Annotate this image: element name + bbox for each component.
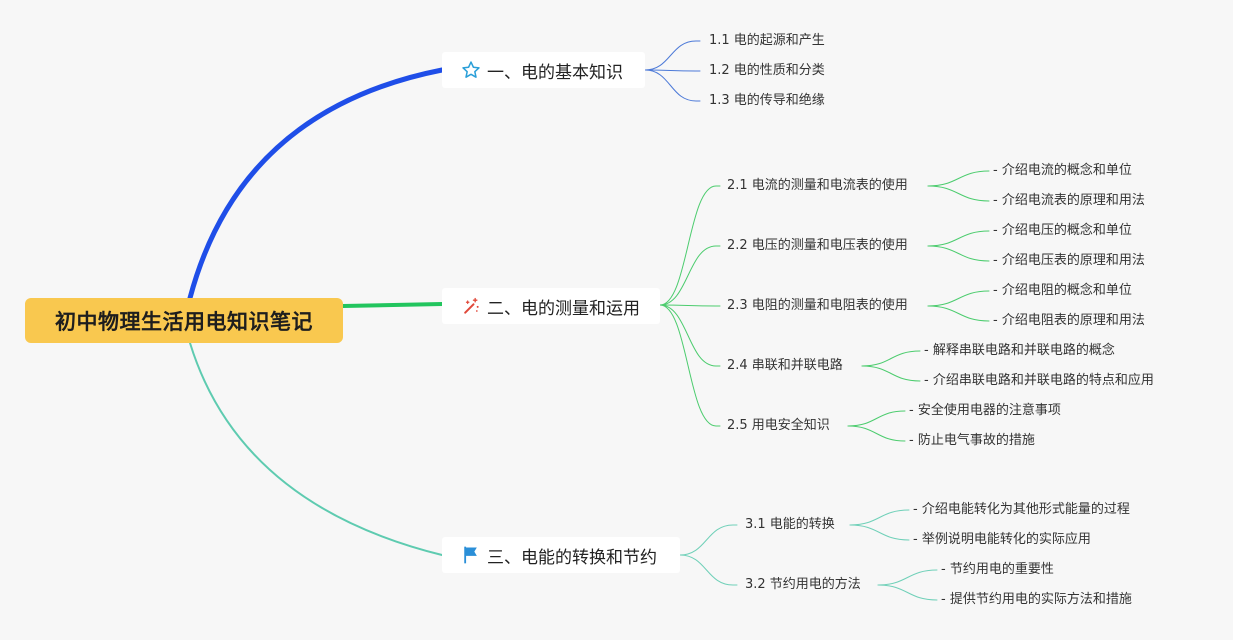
flag-icon [460, 544, 482, 566]
root-title: 初中物理生活用电知识笔记 [55, 309, 313, 334]
leaf-node[interactable]: - 介绍电阻的概念和单位 [993, 283, 1132, 298]
main-connector-3 [189, 342, 443, 556]
leaf-connector [927, 185, 990, 202]
subtopic-node[interactable]: 3.1 电能的转换 [745, 517, 835, 532]
leaf-node[interactable]: - 安全使用电器的注意事项 [909, 403, 1061, 418]
leaf-node[interactable]: - 防止电气事故的措施 [909, 433, 1035, 448]
sub-connector [659, 304, 721, 367]
leaf-node[interactable]: - 解释串联电路和并联电路的概念 [924, 343, 1115, 358]
leaf-node[interactable]: - 介绍串联电路和并联电路的特点和应用 [924, 373, 1154, 388]
sub-connector [644, 40, 701, 71]
leaf-node[interactable]: - 提供节约用电的实际方法和措施 [941, 592, 1132, 607]
leaf-connector [861, 350, 921, 367]
leaf-connector [927, 170, 990, 187]
magic-wand-icon [460, 295, 482, 317]
branch-title: 三、电能的转换和节约 [487, 547, 657, 568]
leaf-node[interactable]: - 介绍电能转化为其他形式能量的过程 [913, 502, 1130, 517]
star-icon [460, 59, 482, 81]
leaf-connector [927, 305, 990, 322]
leaf-connector [847, 410, 906, 427]
leaf-node[interactable]: - 举例说明电能转化的实际应用 [913, 532, 1091, 547]
sub-connector [644, 69, 701, 72]
sub-connector [679, 554, 738, 586]
leaf-node[interactable]: - 介绍电阻表的原理和用法 [993, 313, 1145, 328]
leaf-connector [849, 509, 910, 526]
leaf-node[interactable]: - 介绍电流的概念和单位 [993, 163, 1132, 178]
leaf-connector [877, 569, 938, 586]
subtopic-node[interactable]: 1.2 电的性质和分类 [709, 63, 825, 78]
subtopic-node[interactable]: 2.2 电压的测量和电压表的使用 [727, 238, 908, 253]
leaf-node[interactable]: - 介绍电压的概念和单位 [993, 223, 1132, 238]
leaf-node[interactable]: - 介绍电流表的原理和用法 [993, 193, 1145, 208]
leaf-connector [927, 290, 990, 307]
subtopic-node[interactable]: 1.3 电的传导和绝缘 [709, 93, 825, 108]
subtopic-node[interactable]: 2.1 电流的测量和电流表的使用 [727, 178, 908, 193]
main-connector-1 [187, 67, 445, 301]
leaf-connector [877, 584, 938, 601]
sub-connector [679, 524, 738, 556]
root-topic[interactable]: 初中物理生活用电知识笔记 [25, 298, 343, 343]
sub-connector [659, 304, 721, 307]
leaf-connector [861, 365, 921, 382]
leaf-node[interactable]: - 介绍电压表的原理和用法 [993, 253, 1145, 268]
subtopic-node[interactable]: 1.1 电的起源和产生 [709, 33, 825, 48]
branch-energy[interactable]: 三、电能的转换和节约 [442, 537, 680, 573]
leaf-connector [847, 425, 906, 442]
subtopic-node[interactable]: 3.2 节约用电的方法 [745, 577, 861, 592]
subtopic-node[interactable]: 2.5 用电安全知识 [727, 418, 830, 433]
branch-title: 二、电的测量和运用 [487, 298, 640, 319]
branch-title: 一、电的基本知识 [487, 62, 623, 83]
sub-connector [659, 185, 721, 306]
main-connector-2 [341, 302, 444, 308]
leaf-connector [927, 245, 990, 262]
branch-measurement[interactable]: 二、电的测量和运用 [442, 288, 660, 324]
leaf-connector [927, 230, 990, 247]
sub-connector [659, 304, 721, 427]
branch-basic-knowledge[interactable]: 一、电的基本知识 [442, 52, 645, 88]
sub-connector [644, 69, 701, 102]
sub-connector [659, 245, 721, 306]
subtopic-node[interactable]: 2.3 电阻的测量和电阻表的使用 [727, 298, 908, 313]
subtopic-node[interactable]: 2.4 串联和并联电路 [727, 358, 843, 373]
leaf-node[interactable]: - 节约用电的重要性 [941, 562, 1054, 577]
leaf-connector [849, 524, 910, 541]
